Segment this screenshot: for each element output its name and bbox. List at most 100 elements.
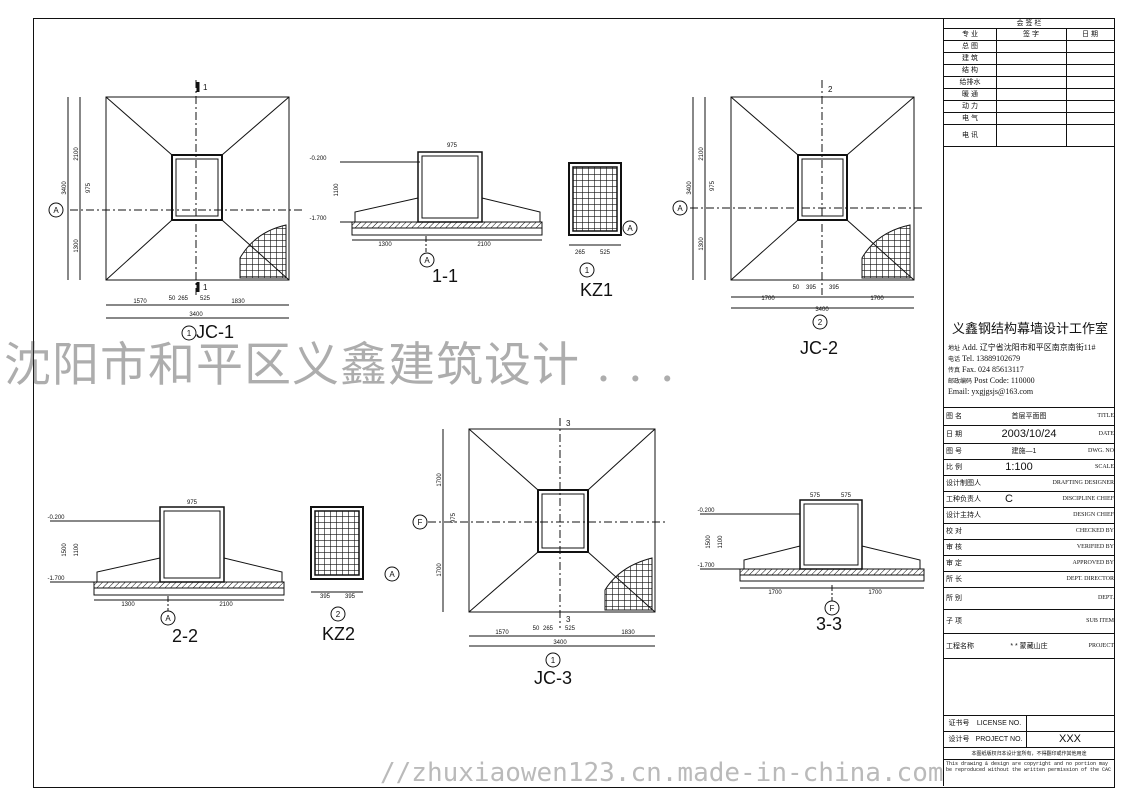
- dim-jc3-b1: 50: [533, 626, 540, 632]
- discipline-telecom: 电 讯: [962, 132, 978, 139]
- dim-s11-h: 1100: [334, 183, 340, 197]
- row-date-cn: 日 期: [946, 431, 962, 438]
- contact-email: Email: yxgjgsjs@163.com: [948, 387, 1034, 396]
- row-drafting-en: DRAFTING DESIGNER: [1052, 480, 1115, 486]
- axis-f-jc3: F: [418, 518, 423, 527]
- title-block: 会 签 栏 专 业 签 字 日 期 总 图 建 筑 结 构 给排水 暖 通 动 …: [943, 18, 1114, 786]
- dim-s33-t1: 575: [810, 493, 821, 499]
- row-discipline-en: DISCIPLINE CHIEF: [1062, 496, 1114, 502]
- row-scale-en: SCALE: [1094, 464, 1114, 470]
- drawing-frame: [33, 18, 1115, 788]
- axis-a-kz2: A: [389, 570, 395, 579]
- dim-kz1-b1: 525: [600, 250, 611, 256]
- dim-jc1-l0: 2100: [74, 147, 80, 161]
- dim-s33-t2: 575: [841, 493, 852, 499]
- dim-s33-h1: 1500: [706, 535, 712, 549]
- dim-jc3-l1: 975: [451, 512, 457, 523]
- contact-label-address: 地址: [948, 346, 961, 352]
- dim-jc1-b2: 265: [178, 296, 189, 302]
- dim-jc3-b2: 265: [543, 626, 554, 632]
- kz2-column-section: [310, 506, 364, 593]
- kz1-column-section: [568, 162, 622, 246]
- project-no-en: PROJECT NO.: [975, 735, 1023, 743]
- dim-jc1-b0: 1570: [133, 299, 147, 305]
- dim-jc1-ltotal: 3400: [62, 181, 68, 195]
- discipline-architecture: 建 筑: [962, 55, 978, 62]
- row-checked-cn: 校 对: [946, 528, 962, 535]
- label-kz2: KZ2: [322, 624, 356, 644]
- row-dwgno-cn: 图 号: [946, 448, 962, 455]
- axis-2-kz2: 2: [336, 610, 341, 619]
- discipline-general: 总 图: [962, 43, 978, 50]
- cut-3-bottom: 3: [566, 615, 571, 624]
- dim-s11-b0: 1300: [378, 242, 392, 248]
- row-dept-en: DEPT.: [1097, 595, 1114, 601]
- discipline-structure: 结 构: [962, 67, 978, 74]
- label-s11: 1-1: [432, 266, 459, 286]
- dim-jc2-total: 3400: [815, 307, 829, 313]
- dim-jc2-l2: 1300: [699, 237, 705, 251]
- contact-label-post: 邮政编码: [948, 379, 973, 385]
- dim-s33-b0: 1700: [768, 590, 782, 596]
- dim-s22-h1: 1500: [62, 543, 68, 557]
- label-kz1: KZ1: [580, 280, 614, 300]
- axis-a-jc2: A: [677, 204, 683, 213]
- label-s22: 2-2: [172, 626, 199, 646]
- elev-top-s11: -0.200: [309, 156, 327, 162]
- sign-table-title: 会 签 栏: [1016, 20, 1042, 27]
- jc3-plan: [428, 418, 665, 647]
- row-discipline-cn: 工种负责人: [946, 496, 981, 503]
- dim-jc1-b1: 50: [169, 296, 176, 302]
- axis-bubbles: [48, 200, 840, 668]
- dim-jc3-total: 3400: [553, 640, 567, 646]
- elev-bot-s33: -1.700: [697, 563, 715, 569]
- row-dwgno-value: 建施—1: [1011, 448, 1037, 455]
- dim-jc2-l0: 2100: [699, 147, 705, 161]
- label-jc1: JC-1: [196, 322, 235, 342]
- contact-fax: Fax. 024 85613117: [962, 365, 1024, 374]
- dim-s22-b1: 2100: [219, 602, 233, 608]
- project-no-cn: 设计号: [948, 736, 970, 743]
- dim-jc2-ltotal: 3400: [687, 181, 693, 195]
- contact-tel: Tel. 13889102679: [962, 354, 1021, 363]
- axis-1-jc3: 1: [551, 656, 556, 665]
- contact-address: Add. 辽宁省沈阳市和平区南京南街11#: [962, 343, 1096, 352]
- axis-a-kz1: A: [627, 224, 633, 233]
- dim-s11-b1: 2100: [477, 242, 491, 248]
- elev-top-s33: -0.200: [697, 508, 715, 514]
- dim-jc3-l0: 1700: [437, 473, 443, 487]
- dim-jc2-l1: 975: [710, 180, 716, 191]
- jc2-plan: [690, 80, 925, 309]
- dim-jc3-b0: 1570: [495, 630, 509, 636]
- axis-f-s33: F: [830, 604, 835, 613]
- copyright-note-cn: 本图纸版权归本设计室所有，不得翻印或作其他用途: [971, 750, 1087, 757]
- row-designchief-cn: 设计主持人: [946, 512, 981, 519]
- dim-jc1-b3: 525: [200, 296, 211, 302]
- row-drafting-cn: 设计制图人: [946, 480, 981, 487]
- section-1-1: [340, 151, 543, 252]
- dim-kz2-b1: 395: [345, 594, 356, 600]
- license-cn: 证书号: [948, 720, 970, 727]
- dim-s22-h0: 1100: [74, 543, 80, 557]
- row-date-en: DATE: [1098, 431, 1114, 437]
- axis-a-jc1: A: [53, 206, 59, 215]
- label-jc3: JC-3: [534, 668, 573, 688]
- discipline-power: 动 力: [962, 103, 978, 110]
- contact-label-tel: 电话: [948, 357, 961, 363]
- cut-2-top: 2: [828, 85, 833, 94]
- copyright-note-en: This drawing & design are copyright and …: [946, 761, 1112, 773]
- row-project-cn: 工程名称: [946, 642, 974, 650]
- dim-jc2-b3: 395: [829, 285, 840, 291]
- elev-bot-s11: -1.700: [309, 216, 327, 222]
- axis-a-s22: A: [165, 614, 171, 623]
- cut-1-bottom: 1: [203, 283, 208, 292]
- cut-3-top: 3: [566, 419, 571, 428]
- dim-jc1-l2: 1300: [74, 239, 80, 253]
- dim-s33-b1: 1700: [868, 590, 882, 596]
- dim-kz2-b0: 395: [320, 594, 331, 600]
- axis-1-kz1: 1: [585, 266, 590, 275]
- project-no-value: XXX: [1058, 733, 1081, 745]
- dim-s11-t2: 975: [447, 143, 458, 149]
- dim-kz1-b0: 265: [575, 250, 586, 256]
- row-approved-cn: 审 定: [946, 560, 962, 567]
